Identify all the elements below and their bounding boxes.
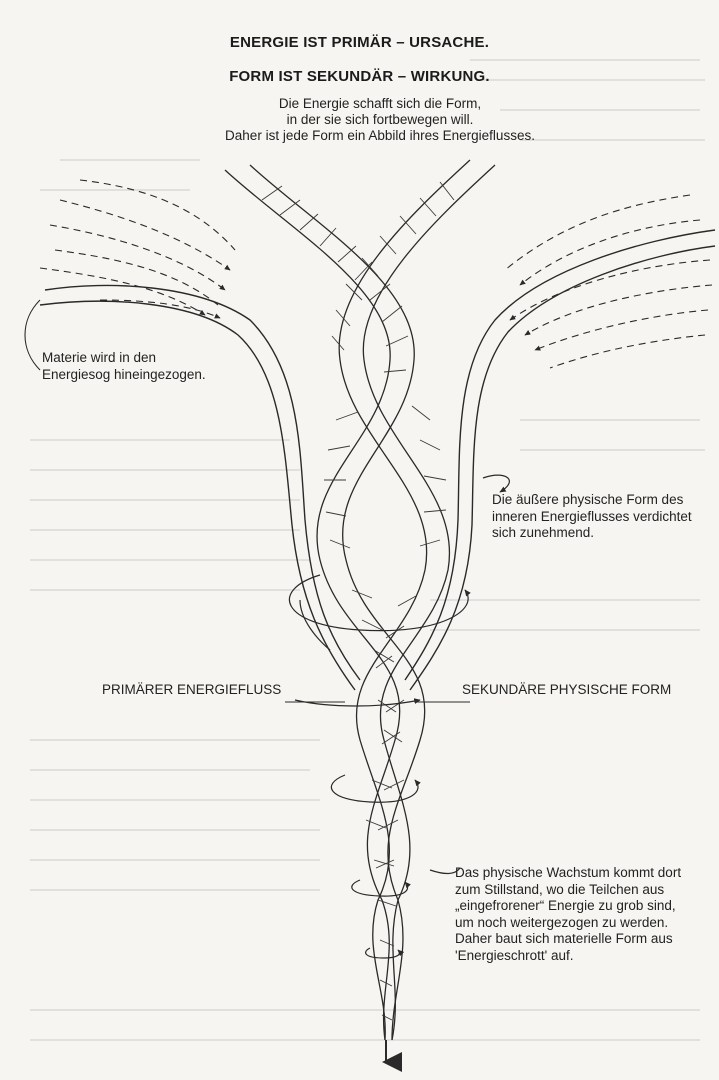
intro-text: Die Energie schafft sich die Form, in de… [200, 96, 560, 144]
rope-texture [262, 182, 454, 1020]
label-secondary-form: SEKUNDÄRE PHYSISCHE FORM [462, 682, 671, 697]
left-funnel-wall [40, 285, 360, 690]
matter-pointer [25, 300, 40, 370]
annotation-growth: Das physische Wachstum kommt dort zum St… [455, 865, 681, 964]
heading-primary: ENERGIE IST PRIMÄR – URSACHE. [0, 34, 719, 51]
annotation-matter: Materie wird in den Energiesog hineingez… [42, 350, 206, 383]
label-primary-flow: PRIMÄRER ENERGIEFLUSS [102, 682, 281, 697]
right-inflow-lines [505, 195, 712, 368]
heading-secondary: FORM IST SEKUNDÄR – WIRKUNG. [0, 68, 719, 85]
right-funnel-wall [405, 230, 715, 690]
left-inflow-lines [40, 180, 235, 318]
annotation-outer-form: Die äußere physische Form des inneren En… [492, 492, 692, 542]
